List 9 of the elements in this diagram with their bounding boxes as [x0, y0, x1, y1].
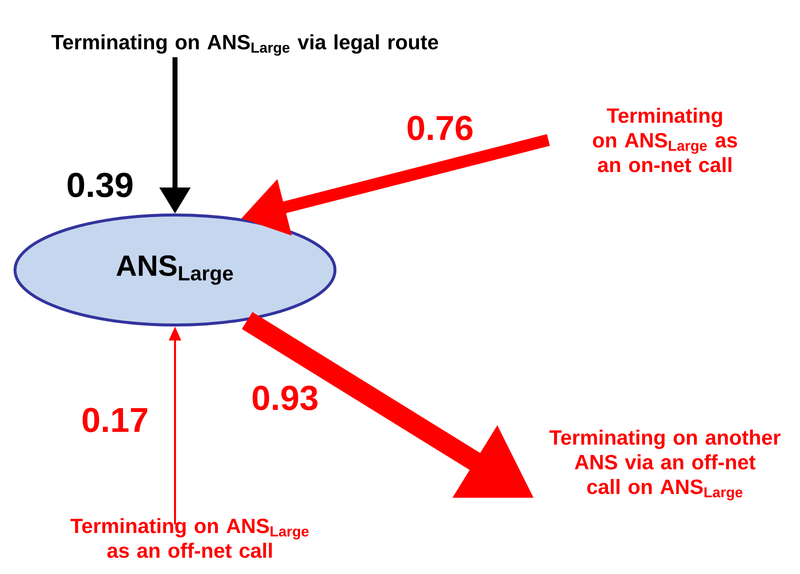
node-label: Terminating on another ANS via an off-net call on ANS$_{Large}$: [549, 430, 780, 500]
edge-label: 0.93: [252, 386, 318, 410]
edge-label: 0.17: [82, 408, 148, 432]
node-label: Terminating on ANS$_{Large}$ as an off-net call: [70, 518, 309, 558]
edge-label: 0.76: [408, 116, 472, 140]
ellipse-node: ANS$_{Large}$: [14, 214, 336, 326]
edge-label: 0.39: [68, 172, 132, 198]
node-label: Terminating on ANS$_{Large}$ as an on-net call: [592, 108, 737, 172]
node-label: Terminating on ANS$_{Large}$ via legal route: [51, 34, 438, 56]
